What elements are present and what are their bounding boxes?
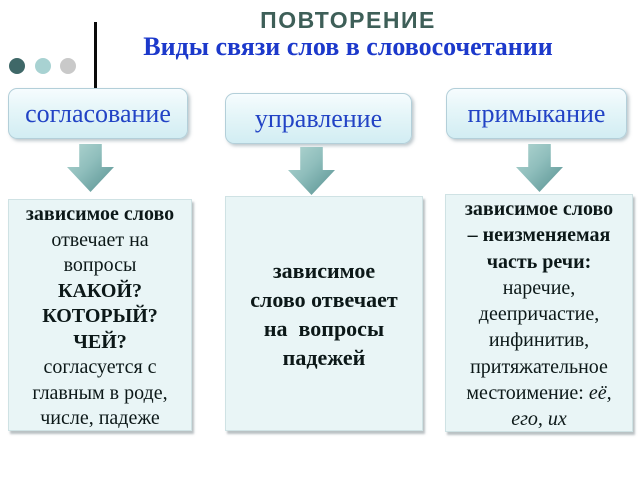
text-line: – неизменяемая	[467, 224, 611, 247]
slide-title: ПОВТОРЕНИЕ	[260, 7, 436, 33]
text-line: главным в роде,	[32, 381, 168, 404]
text-line: его, их	[511, 408, 567, 431]
type-box-adjunction: примыкание	[446, 88, 627, 139]
text-line: деепричастие,	[478, 303, 600, 326]
text-line: числе, падеже	[40, 407, 160, 429]
text-line: падежей	[282, 344, 366, 370]
text-line: слово отвечает	[250, 286, 398, 312]
text-line: местоимение: её,	[466, 382, 612, 405]
text-line: наречие,	[502, 276, 576, 299]
bullet-dot-icon	[60, 58, 76, 74]
arrow-down-icon	[67, 144, 114, 192]
bullet-dot-icon	[9, 58, 25, 74]
arrow-down-icon	[288, 147, 335, 195]
text-line: притяжательное	[470, 355, 608, 378]
type-box-label: примыкание	[467, 98, 606, 128]
text-line: зависимое слово	[25, 203, 175, 225]
vertical-divider	[94, 22, 97, 88]
text-line: на вопросы	[263, 315, 385, 341]
slide-subtitle: Виды связи слов в словосочетании	[143, 32, 553, 61]
text-line: КАКОЙ?	[57, 279, 143, 302]
description-box-adjunction: зависимое слово – неизменяемая часть речи:…	[445, 194, 633, 432]
type-box-government: управление	[225, 93, 412, 144]
text-line: вопросы	[63, 254, 137, 276]
description-box-government: зависимое слово отвечает на вопросы падежей	[225, 196, 423, 431]
text-line: зависимое слово	[464, 198, 614, 220]
type-box-label: согласование	[25, 98, 171, 128]
text-line: зависимое	[272, 257, 376, 283]
text-line: КОТОРЫЙ?	[42, 305, 158, 327]
arrow-down-icon	[516, 144, 563, 192]
text-line: согласуется с	[43, 356, 157, 378]
slide-header: ПОВТОРЕНИЕ Виды связи слов в словосочета…	[68, 8, 628, 61]
text-line: ЧЕЙ?	[73, 330, 127, 353]
text-line: отвечает на	[51, 228, 149, 251]
type-box-label: управление	[254, 103, 383, 133]
bullet-dot-icon	[35, 58, 51, 74]
text-line: часть речи:	[486, 250, 592, 273]
text-line: инфинитив,	[488, 329, 590, 352]
type-box-agreement: согласование	[8, 88, 188, 139]
